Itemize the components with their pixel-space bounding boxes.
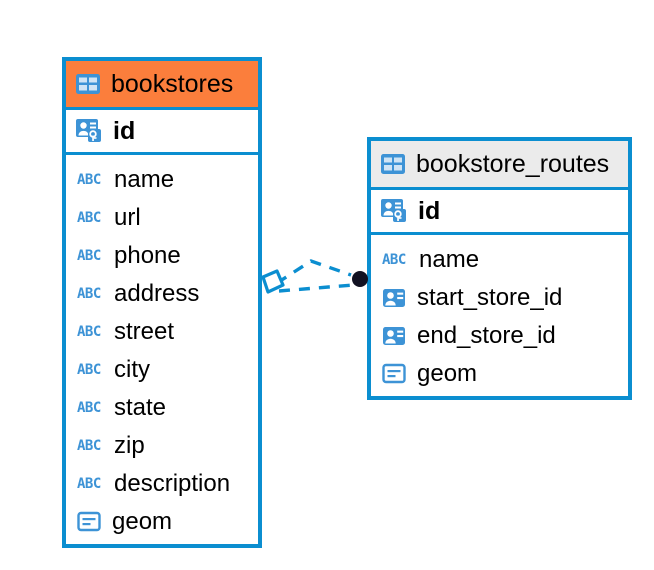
entity-bookstore-routes[interactable]: bookstore_routes id ABC [367, 137, 632, 400]
field-label: name [114, 166, 175, 193]
field-list-bookstores: ABC name ABC url ABC phone ABC address A… [66, 155, 258, 541]
entity-title: bookstore_routes [416, 149, 610, 178]
field-label: end_store_id [417, 322, 556, 349]
primary-key-label: id [418, 196, 441, 225]
entity-header-bookstore-routes[interactable]: bookstore_routes [371, 141, 628, 187]
field-row-url[interactable]: ABC url [66, 199, 258, 237]
field-row-street[interactable]: ABC street [66, 313, 258, 351]
relationship-endpoint-circle [352, 271, 368, 287]
field-row-geom[interactable]: geom [371, 355, 628, 393]
primary-key-label: id [113, 116, 136, 145]
text-type-icon: ABC [77, 438, 101, 454]
field-row-phone[interactable]: ABC phone [66, 237, 258, 275]
text-type-icon: ABC [77, 172, 101, 188]
geometry-type-icon [77, 511, 103, 533]
field-row-zip[interactable]: ABC zip [66, 427, 258, 465]
field-label: state [114, 394, 167, 421]
field-row-address[interactable]: ABC address [66, 275, 258, 313]
field-row-name[interactable]: ABC name [66, 161, 258, 199]
field-row-end-store-id[interactable]: end_store_id [371, 317, 628, 355]
field-label: zip [114, 432, 145, 459]
relationship-line-upper [276, 259, 352, 285]
relationship-endpoint-diamond [261, 269, 285, 294]
field-row-geom[interactable]: geom [66, 503, 258, 541]
field-label: phone [114, 242, 181, 269]
entity-title: bookstores [111, 69, 234, 98]
table-icon [380, 153, 406, 175]
primary-key-icon [380, 198, 408, 224]
field-label: address [114, 280, 200, 307]
primary-key-row-id[interactable]: id [371, 187, 628, 235]
field-row-description[interactable]: ABC description [66, 465, 258, 503]
text-type-icon: ABC [77, 324, 101, 340]
relationship-line-lower [278, 283, 354, 293]
field-label: geom [112, 508, 173, 535]
field-label: url [114, 204, 141, 231]
foreign-key-icon [382, 287, 408, 309]
field-label: description [114, 470, 231, 497]
field-label: city [114, 356, 150, 383]
entity-bookstores[interactable]: bookstores id ABC [62, 57, 262, 548]
field-label: start_store_id [417, 284, 563, 311]
field-list-bookstore-routes: ABC name start_store_id [371, 235, 628, 393]
relationship-connector[interactable] [255, 243, 380, 315]
field-row-start-store-id[interactable]: start_store_id [371, 279, 628, 317]
text-type-icon: ABC [77, 400, 101, 416]
primary-key-icon [75, 118, 103, 144]
field-label: street [114, 318, 175, 345]
primary-key-row-id[interactable]: id [66, 107, 258, 155]
field-label: name [419, 246, 480, 273]
text-type-icon: ABC [77, 286, 101, 302]
field-row-name[interactable]: ABC name [371, 241, 628, 279]
field-label: geom [417, 360, 478, 387]
text-type-icon: ABC [77, 248, 101, 264]
text-type-icon: ABC [77, 210, 101, 226]
geometry-type-icon [382, 363, 408, 385]
text-type-icon: ABC [382, 252, 406, 268]
entity-header-bookstores[interactable]: bookstores [66, 61, 258, 107]
text-type-icon: ABC [77, 476, 101, 492]
text-type-icon: ABC [77, 362, 101, 378]
foreign-key-icon [382, 325, 408, 347]
field-row-state[interactable]: ABC state [66, 389, 258, 427]
field-row-city[interactable]: ABC city [66, 351, 258, 389]
table-icon [75, 73, 101, 95]
